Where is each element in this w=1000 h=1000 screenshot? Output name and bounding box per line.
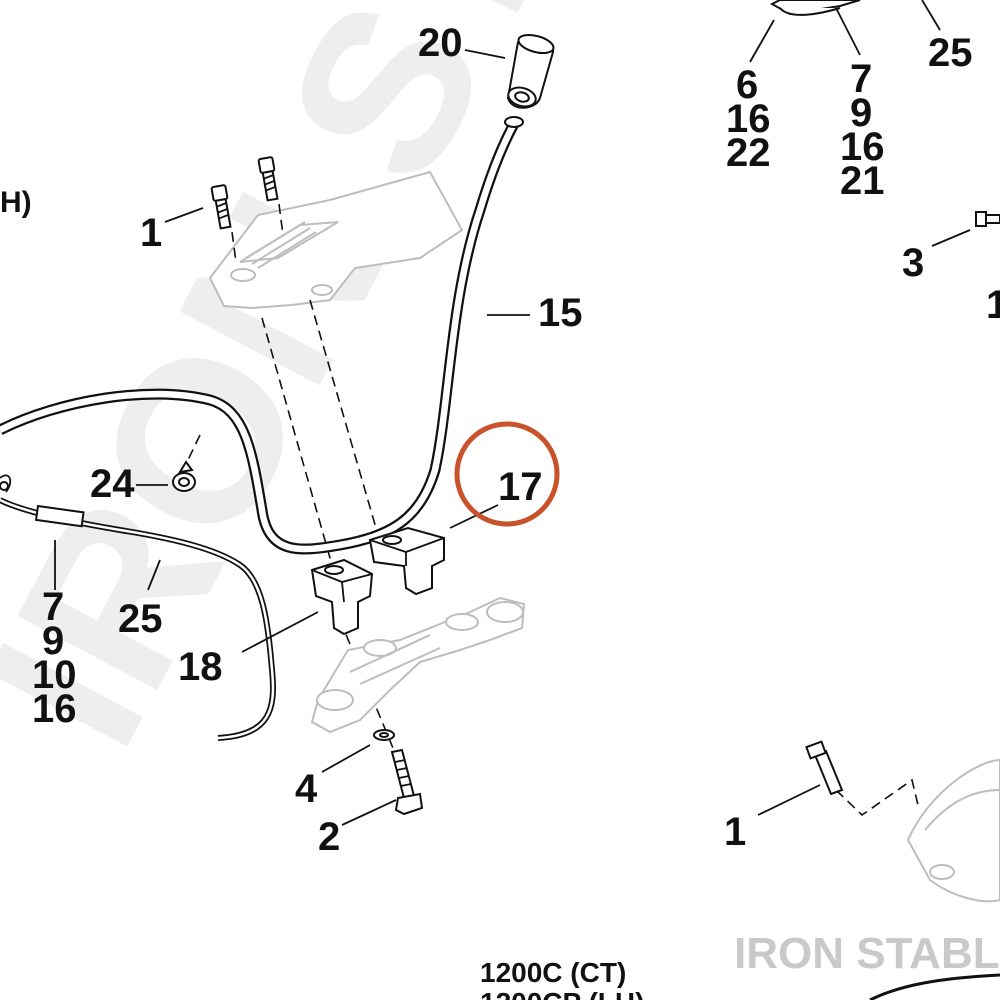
callout-9-right: 9 xyxy=(850,91,872,135)
cable-clip xyxy=(172,460,196,492)
callout-7-right: 7 xyxy=(850,57,872,101)
handlebar-upper-clamp xyxy=(208,170,464,310)
top-right-screw xyxy=(975,211,1000,227)
triple-tree-clamp xyxy=(310,596,526,734)
callout-20: 20 xyxy=(418,21,463,65)
callout-25-right: 25 xyxy=(928,31,973,75)
callout-15: 15 xyxy=(538,291,583,335)
callout-1-edge: 1 xyxy=(986,283,1000,327)
callout-24: 24 xyxy=(90,462,135,506)
callout-1-bottom: 1 xyxy=(724,810,746,854)
callout-9-left: 9 xyxy=(42,619,64,663)
riser-left xyxy=(310,558,374,636)
callout-16-right-b: 16 xyxy=(840,125,885,169)
callout-17: 17 xyxy=(498,465,543,509)
callout-22-right: 22 xyxy=(726,131,771,175)
callout-2: 2 xyxy=(318,815,340,859)
clamp-bolt-pair xyxy=(210,156,284,263)
riser-right xyxy=(368,526,445,596)
brand-text: IRON STABLE xyxy=(734,929,1000,978)
top-right-switch-assembly xyxy=(769,0,861,16)
leader-lines xyxy=(54,0,971,826)
model-caption-line-2: 1200CP (LH) xyxy=(480,987,644,1000)
highlight-circle xyxy=(454,421,560,527)
callout-21-right: 21 xyxy=(840,159,885,203)
callout-7-left: 7 xyxy=(42,585,64,629)
callout-16-right-a: 16 xyxy=(726,97,771,141)
callout-25-left: 25 xyxy=(118,597,163,641)
model-caption-line-1: 1200C (CT) xyxy=(480,957,626,988)
bottom-right-clamp xyxy=(805,740,1000,903)
callout-10-left: 10 xyxy=(32,653,77,697)
washer xyxy=(373,729,395,741)
handlebar xyxy=(0,116,524,555)
callout-1-top: 1 xyxy=(140,211,162,255)
callout-labels: 20 1 15 17 24 18 4 2 7 9 10 16 25 6 16 2… xyxy=(0,21,1000,859)
model-caption: 1200C (CT) 1200CP (LH) xyxy=(480,957,644,1000)
bottom-right-curve xyxy=(869,973,1000,1000)
callout-6-right: 6 xyxy=(736,63,758,107)
callout-4: 4 xyxy=(295,767,318,811)
handlebar-grip xyxy=(506,33,555,109)
edge-label: H) xyxy=(0,186,32,219)
callout-18: 18 xyxy=(178,645,223,689)
callout-3: 3 xyxy=(902,241,924,285)
callout-16-left: 16 xyxy=(32,687,77,731)
riser-bolt xyxy=(390,748,424,816)
control-cable-left xyxy=(0,474,276,741)
